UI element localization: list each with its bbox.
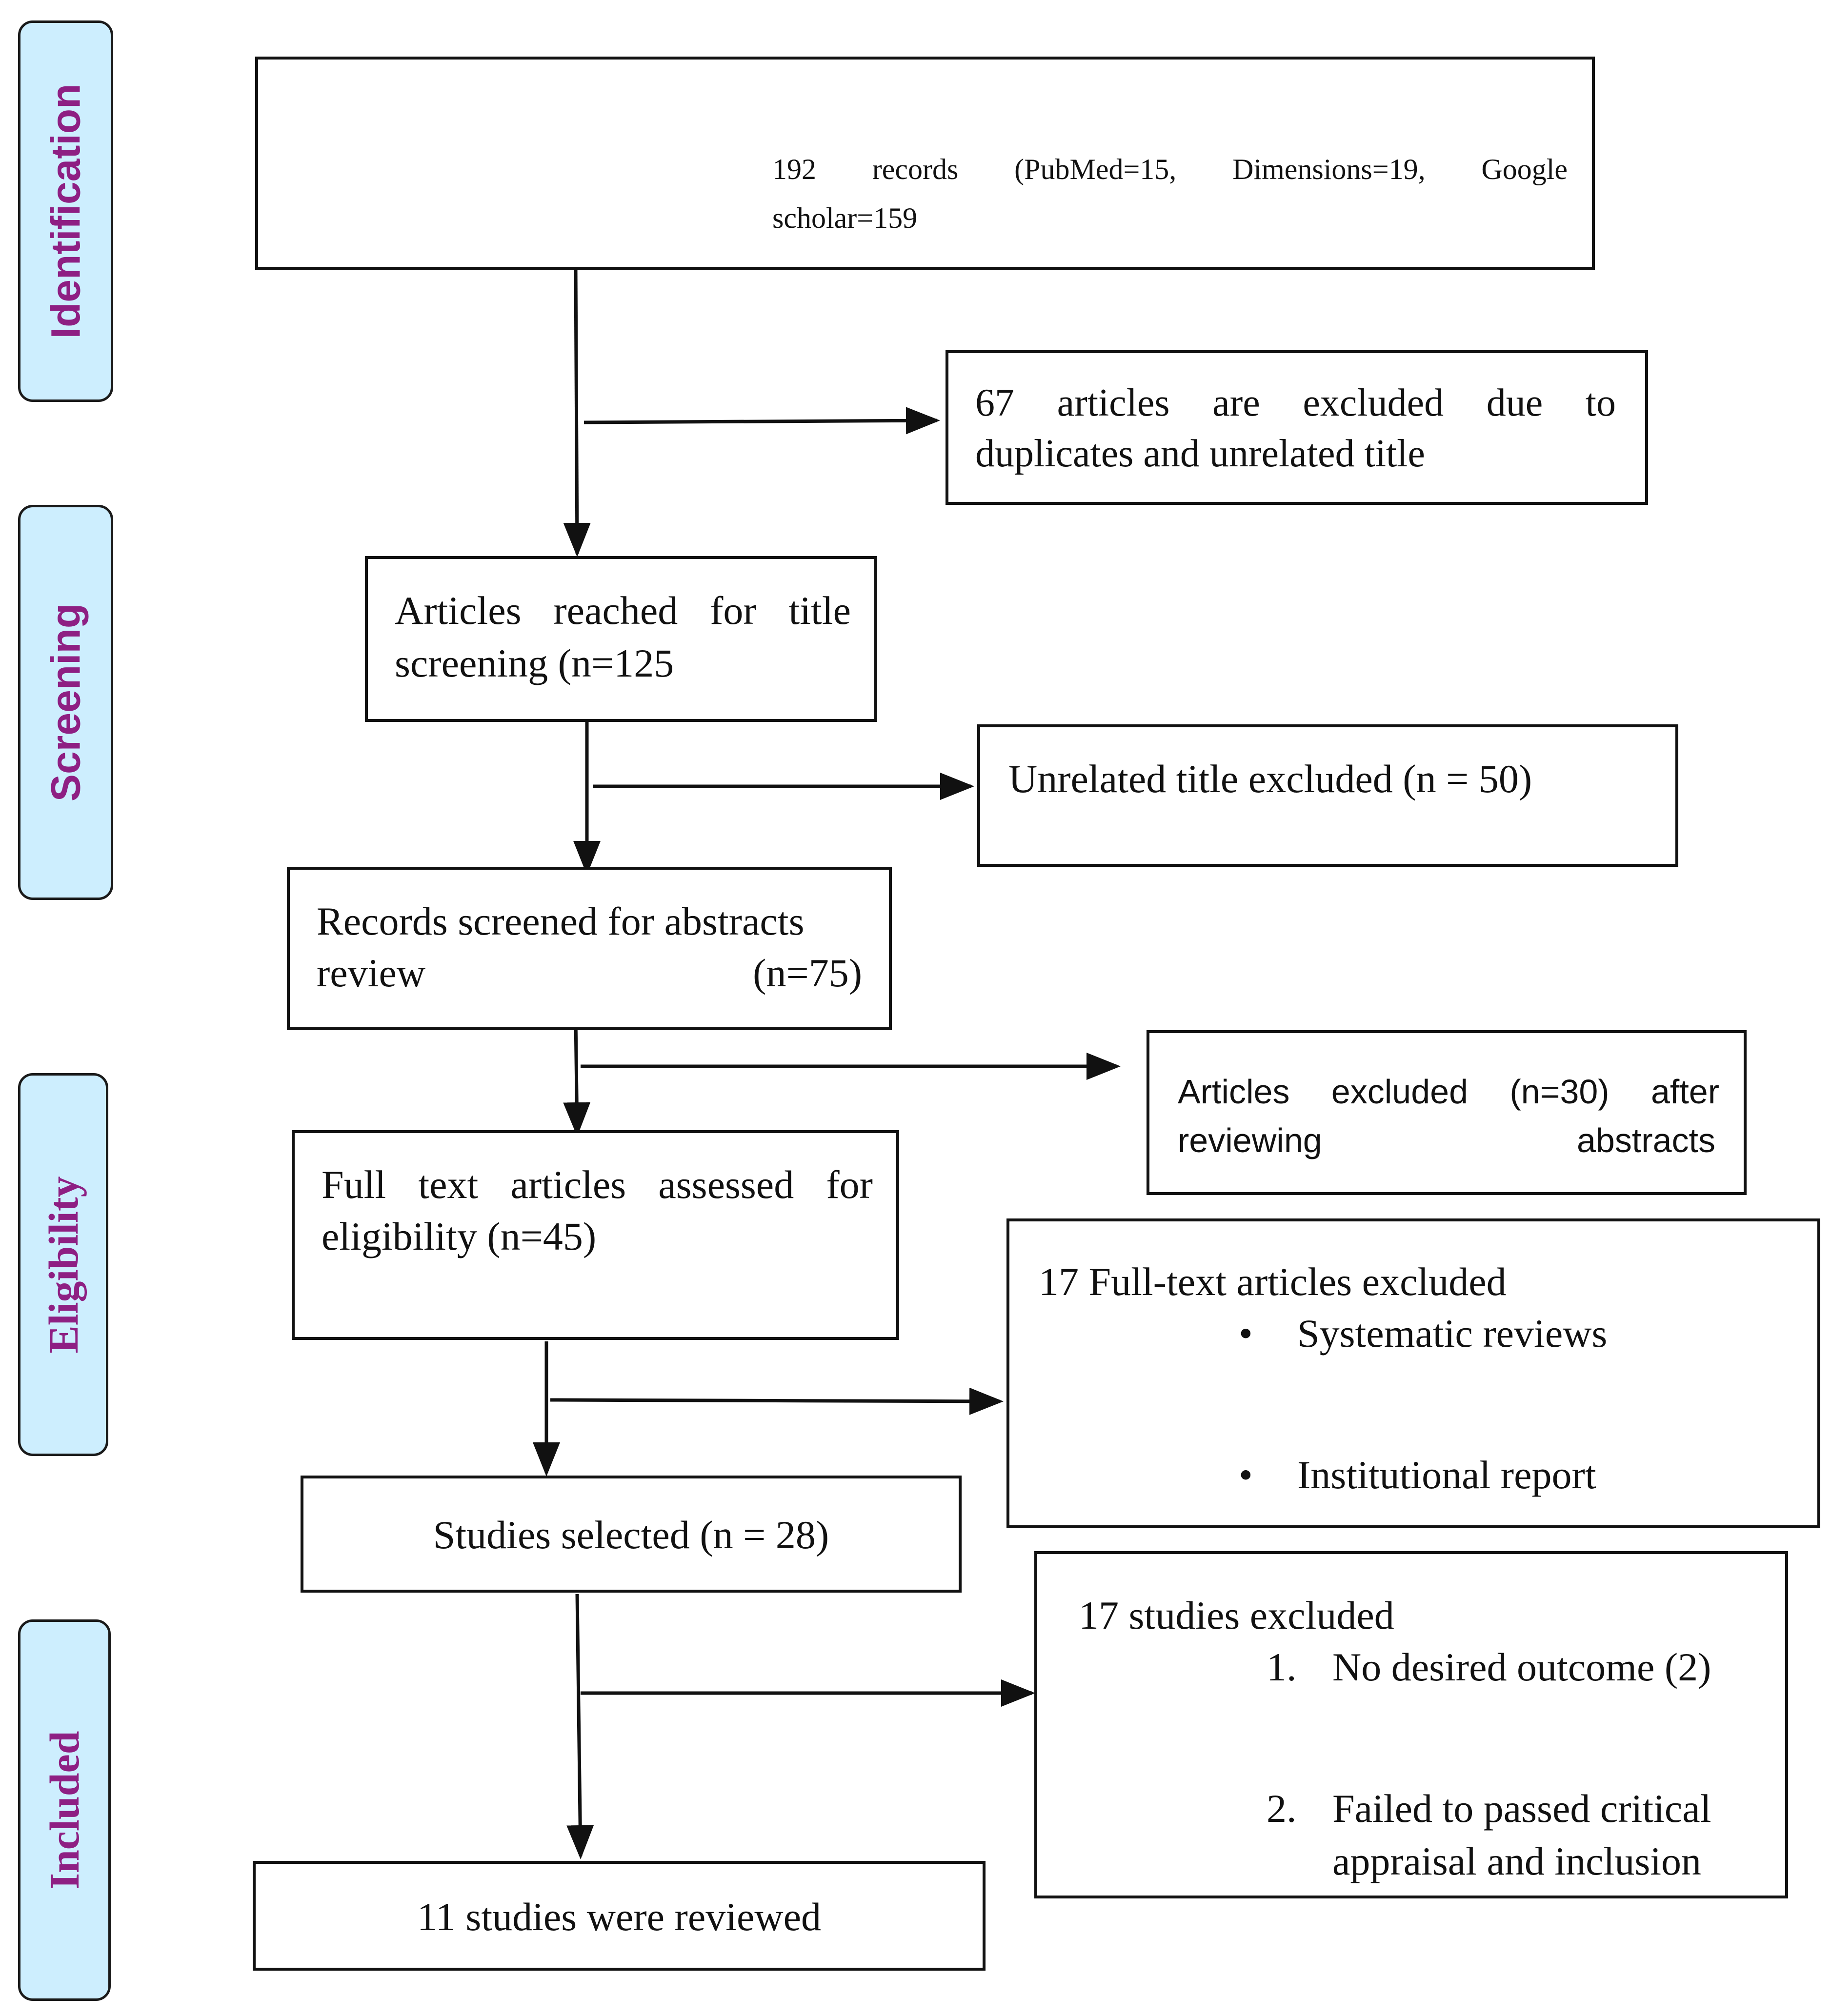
title-screening-box: Articles reached for title screening (n=…	[365, 556, 877, 722]
excluded-duplicates-box: 67 articles are excluded due to duplicat…	[946, 350, 1648, 505]
unrelated-excluded-text: Unrelated title excluded (n = 50)	[1008, 757, 1532, 801]
arrow-to-fulltext-excluded	[550, 1387, 1004, 1415]
full-text-excluded-title: 17 Full-text articles excluded	[1039, 1259, 1507, 1304]
full-text-assessed-box: Full text articles assessed for eligibil…	[292, 1130, 899, 1340]
studies-excluded-item-1: 1. No desired outcome (2)	[1267, 1645, 1711, 1689]
studies-excluded-item-2-continuation: appraisal and inclusion	[1332, 1839, 1702, 1883]
excluded-duplicates-line2: duplicates and unrelated title	[975, 432, 1425, 475]
records-line1: 192 records (PubMed=15, Dimensions=19, G…	[772, 153, 1568, 185]
phase-identification: Identification	[18, 20, 113, 402]
full-text-excluded-item-1: • Systematic reviews	[1239, 1311, 1608, 1356]
arrow-selected-to-reviewed	[566, 1594, 594, 1859]
arrow-to-excluded-duplicates	[584, 407, 940, 435]
full-text-line1: Full text articles assessed for	[322, 1162, 873, 1207]
abstract-excluded-line1: Articles excluded (n=30) after	[1178, 1073, 1720, 1111]
abstract-review-line2-left: review	[317, 951, 426, 995]
abstract-review-line2-right: (n=75)	[753, 951, 862, 995]
abstract-review-line1: Records screened for abstracts	[317, 899, 805, 943]
phase-eligibility-label: Eligibility	[40, 1176, 87, 1354]
phase-included-label: Included	[41, 1731, 88, 1890]
full-text-line2: eligibility (n=45)	[322, 1214, 597, 1258]
arrow-records-to-title-screening	[563, 268, 591, 557]
studies-selected-text: Studies selected (n = 28)	[433, 1513, 829, 1557]
abstract-excluded-line2-left: reviewing	[1178, 1121, 1322, 1159]
studies-reviewed-box: 11 studies were reviewed	[253, 1861, 986, 1971]
phase-identification-label: Identification	[42, 83, 88, 339]
phase-eligibility: Eligibility	[18, 1073, 108, 1456]
abstract-excluded-box: Articles excluded (n=30) after reviewing…	[1147, 1030, 1747, 1195]
excluded-duplicates-line1: 67 articles are excluded due to	[975, 381, 1616, 424]
full-text-excluded-box: 17 Full-text articles excluded • Systema…	[1006, 1218, 1820, 1528]
studies-selected-box: Studies selected (n = 28)	[301, 1476, 962, 1593]
arrow-abstract-to-fulltext	[563, 1019, 591, 1137]
studies-excluded-title: 17 studies excluded	[1079, 1593, 1394, 1637]
unrelated-excluded-box: Unrelated title excluded (n = 50)	[977, 724, 1678, 867]
phase-screening: Screening	[18, 505, 113, 900]
phase-screening-label: Screening	[42, 603, 88, 802]
records-identified-box: 192 records (PubMed=15, Dimensions=19, G…	[255, 57, 1595, 270]
studies-excluded-box: 17 studies excluded 1. No desired outcom…	[1034, 1551, 1788, 1898]
abstract-excluded-line2-right: abstracts	[1577, 1121, 1715, 1159]
records-line2: scholar=159	[772, 202, 918, 234]
phase-included: Included	[18, 1619, 111, 2001]
full-text-excluded-item-2: • Institutional report	[1239, 1453, 1596, 1497]
studies-excluded-item-2: 2. Failed to passed critical	[1267, 1786, 1711, 1831]
studies-reviewed-text: 11 studies were reviewed	[417, 1895, 822, 1939]
title-screening-line1: Articles reached for title	[395, 588, 851, 633]
title-screening-line2: screening (n=125	[395, 641, 674, 685]
abstract-review-box: Records screened for abstracts review (n…	[287, 867, 892, 1030]
